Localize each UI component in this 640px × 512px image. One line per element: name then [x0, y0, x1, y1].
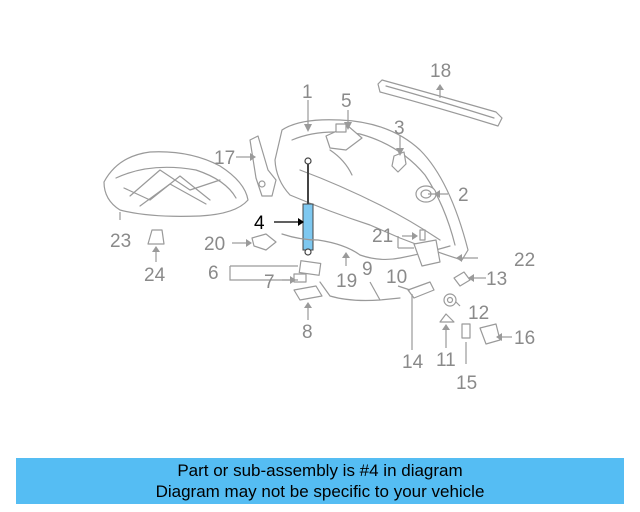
callouts: 1 2 3 4 5 6 7 8 9 10 11 12 13 14 15 16 1…	[110, 61, 535, 394]
callout-12: 12	[468, 303, 489, 324]
part-16-retainer	[479, 323, 501, 345]
part-12-grommet	[443, 293, 457, 307]
callout-15: 15	[456, 373, 477, 394]
callout-13: 13	[486, 269, 507, 290]
callout-8: 8	[302, 322, 313, 343]
part-18-weatherstrip	[377, 79, 503, 127]
part-24-clip	[147, 229, 165, 245]
callout-11: 11	[436, 350, 456, 371]
callout-14: 14	[402, 352, 424, 373]
callout-20: 20	[204, 234, 225, 255]
banner-line-1: Part or sub-assembly is #4 in diagram	[177, 461, 463, 480]
callout-10: 10	[386, 267, 407, 288]
callout-24: 24	[144, 265, 166, 286]
callout-6: 6	[208, 263, 219, 284]
callout-4: 4	[254, 213, 265, 234]
part-8-handle	[293, 285, 323, 301]
callout-9: 9	[362, 259, 373, 280]
callout-19: 19	[336, 271, 357, 292]
part-3-bumper	[391, 151, 407, 173]
part-15-retainer	[461, 323, 471, 339]
callout-2: 2	[458, 185, 469, 206]
leader-lines	[119, 84, 512, 364]
parts-diagram: 1 2 3 4 5 6 7 8 9 10 11 12 13 14 15 16 1…	[103, 61, 535, 394]
callout-3: 3	[394, 118, 405, 139]
part-4-lift-support	[302, 157, 314, 256]
callout-16: 16	[514, 328, 535, 349]
callout-23: 23	[110, 231, 131, 252]
part-21-bolt	[419, 229, 426, 241]
callout-17: 17	[214, 148, 235, 169]
part-23-insulator	[103, 151, 249, 217]
part-22-latch	[413, 239, 441, 267]
part-7-clip	[293, 273, 307, 283]
disclaimer-banner: Part or sub-assembly is #4 in diagram Di…	[16, 458, 624, 504]
callout-18: 18	[430, 61, 451, 82]
part-5-latch	[325, 123, 363, 151]
part-20-clip	[251, 233, 277, 251]
part-17-hinge	[249, 135, 277, 197]
callout-5: 5	[341, 91, 352, 112]
callout-1: 1	[302, 82, 313, 103]
callout-22: 22	[514, 250, 535, 271]
callout-7: 7	[264, 272, 275, 293]
banner-line-2: Diagram may not be specific to your vehi…	[155, 482, 485, 501]
part-13-clip	[453, 271, 471, 287]
callout-21: 21	[372, 226, 393, 247]
part-11-fastener	[439, 313, 455, 323]
part-6-handle	[298, 260, 322, 276]
